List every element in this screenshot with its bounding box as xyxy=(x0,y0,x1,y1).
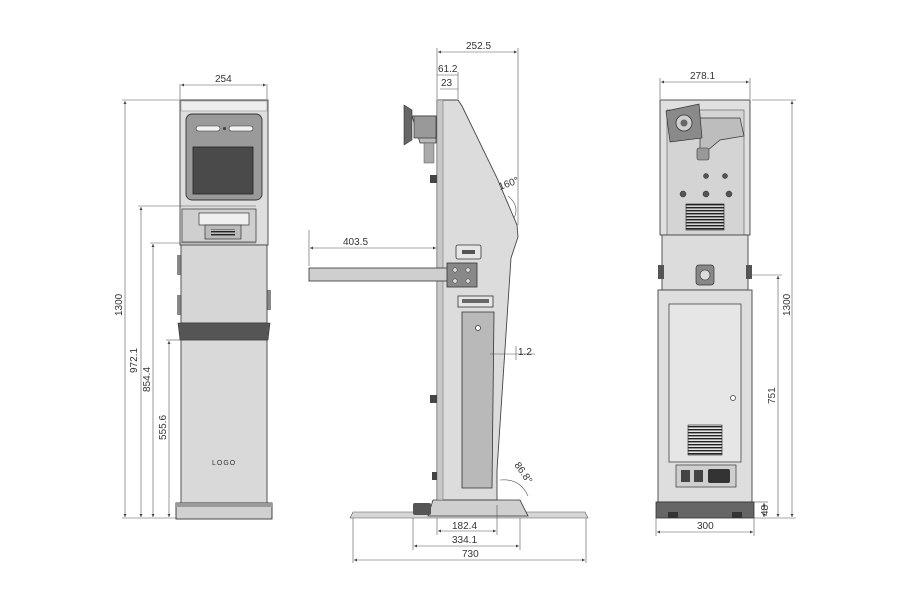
front-height-a-dim: 972.1 xyxy=(129,348,140,373)
rear-port-2 xyxy=(702,190,710,198)
front-height-b-dim: 854.4 xyxy=(142,367,153,392)
rear-base-width-dim: 300 xyxy=(697,521,714,532)
rear-base xyxy=(655,501,755,519)
front-top-band xyxy=(180,100,268,112)
side-lower-slot-gap xyxy=(462,299,489,303)
front-lower-body xyxy=(180,339,268,504)
front-mid-body xyxy=(180,244,268,324)
side-camera-stem xyxy=(423,142,435,164)
side-arm-length-dim: 403.5 xyxy=(343,237,368,248)
rear-foot-r xyxy=(732,512,742,518)
side-knob-1 xyxy=(430,175,437,183)
side-arm xyxy=(308,267,450,282)
rear-neck-clip-l xyxy=(658,265,664,279)
side-angle-top: 160° xyxy=(497,175,520,192)
rear-camera-knob xyxy=(696,147,710,161)
rear-door-lock xyxy=(730,395,736,401)
side-depth-top-dim: 252.5 xyxy=(466,41,491,52)
side-front-panel xyxy=(461,311,495,489)
side-thickness-dim: 1.2 xyxy=(518,347,532,358)
front-printer-slot xyxy=(198,212,250,226)
rear-base-height-dim: 48 xyxy=(760,504,771,516)
rear-height-751-dim: 751 xyxy=(767,387,778,404)
side-base-334-dim: 334.1 xyxy=(452,535,477,546)
front-reader-vent xyxy=(211,229,235,236)
side-base-182-dim: 182.4 xyxy=(452,521,477,532)
side-dim-23: 23 xyxy=(441,78,453,89)
side-knob-2 xyxy=(430,395,437,403)
front-screen xyxy=(192,146,254,195)
side-camera xyxy=(413,115,437,139)
speaker-slot-left xyxy=(195,125,221,132)
camera-dot xyxy=(222,126,227,131)
rear-power-socket xyxy=(708,469,730,483)
rear-height-total-dim: 1300 xyxy=(782,293,793,316)
speaker-slot-right xyxy=(228,125,254,132)
front-width-dim: 254 xyxy=(215,74,232,85)
front-height-c-dim: 555.6 xyxy=(158,415,169,440)
rear-port-3 xyxy=(725,190,733,198)
front-height-total-dim: 1300 xyxy=(114,293,125,316)
front-view: LOGO 254 1300 972.1 854.4 555.6 xyxy=(114,74,273,520)
side-camera-lens xyxy=(403,104,413,146)
rear-switch-2 xyxy=(694,470,703,482)
rear-view: 278.1 1300 751 48 300 xyxy=(655,71,796,536)
side-knob-3 xyxy=(432,472,437,480)
rear-foot-l xyxy=(668,512,678,518)
rear-lower-vent xyxy=(687,424,723,456)
front-logo: LOGO xyxy=(212,460,236,467)
front-side-bracket-l2 xyxy=(177,295,181,315)
rear-port-1 xyxy=(679,190,687,198)
side-hub-bolt-1 xyxy=(452,267,458,273)
side-lock xyxy=(475,325,481,331)
rear-neck-clip-r xyxy=(746,265,752,279)
front-side-bracket-l xyxy=(177,255,181,275)
side-base-730-dim: 730 xyxy=(462,549,479,560)
rear-port-4 xyxy=(703,173,709,179)
side-hub-bolt-2 xyxy=(465,267,471,273)
side-upper-slot-gap xyxy=(462,250,475,254)
side-hub-bolt-4 xyxy=(465,278,471,284)
side-foot xyxy=(413,503,431,515)
side-view: 252.5 61.2 23 160° 403.5 1.2 86.8° 182.4… xyxy=(308,41,589,563)
front-side-bracket-r xyxy=(267,290,271,310)
side-hub-bolt-3 xyxy=(452,278,458,284)
side-arm-hub xyxy=(446,262,478,288)
rear-width-top-dim: 278.1 xyxy=(690,71,715,82)
rear-switch-1 xyxy=(681,470,690,482)
front-base-rim xyxy=(176,503,272,507)
side-dim-61: 61.2 xyxy=(438,64,458,75)
side-back-edge xyxy=(436,99,444,501)
rear-port-5 xyxy=(722,173,728,179)
front-shelf xyxy=(177,322,271,341)
rear-upper-vent xyxy=(685,203,725,231)
side-base-block xyxy=(427,499,529,517)
